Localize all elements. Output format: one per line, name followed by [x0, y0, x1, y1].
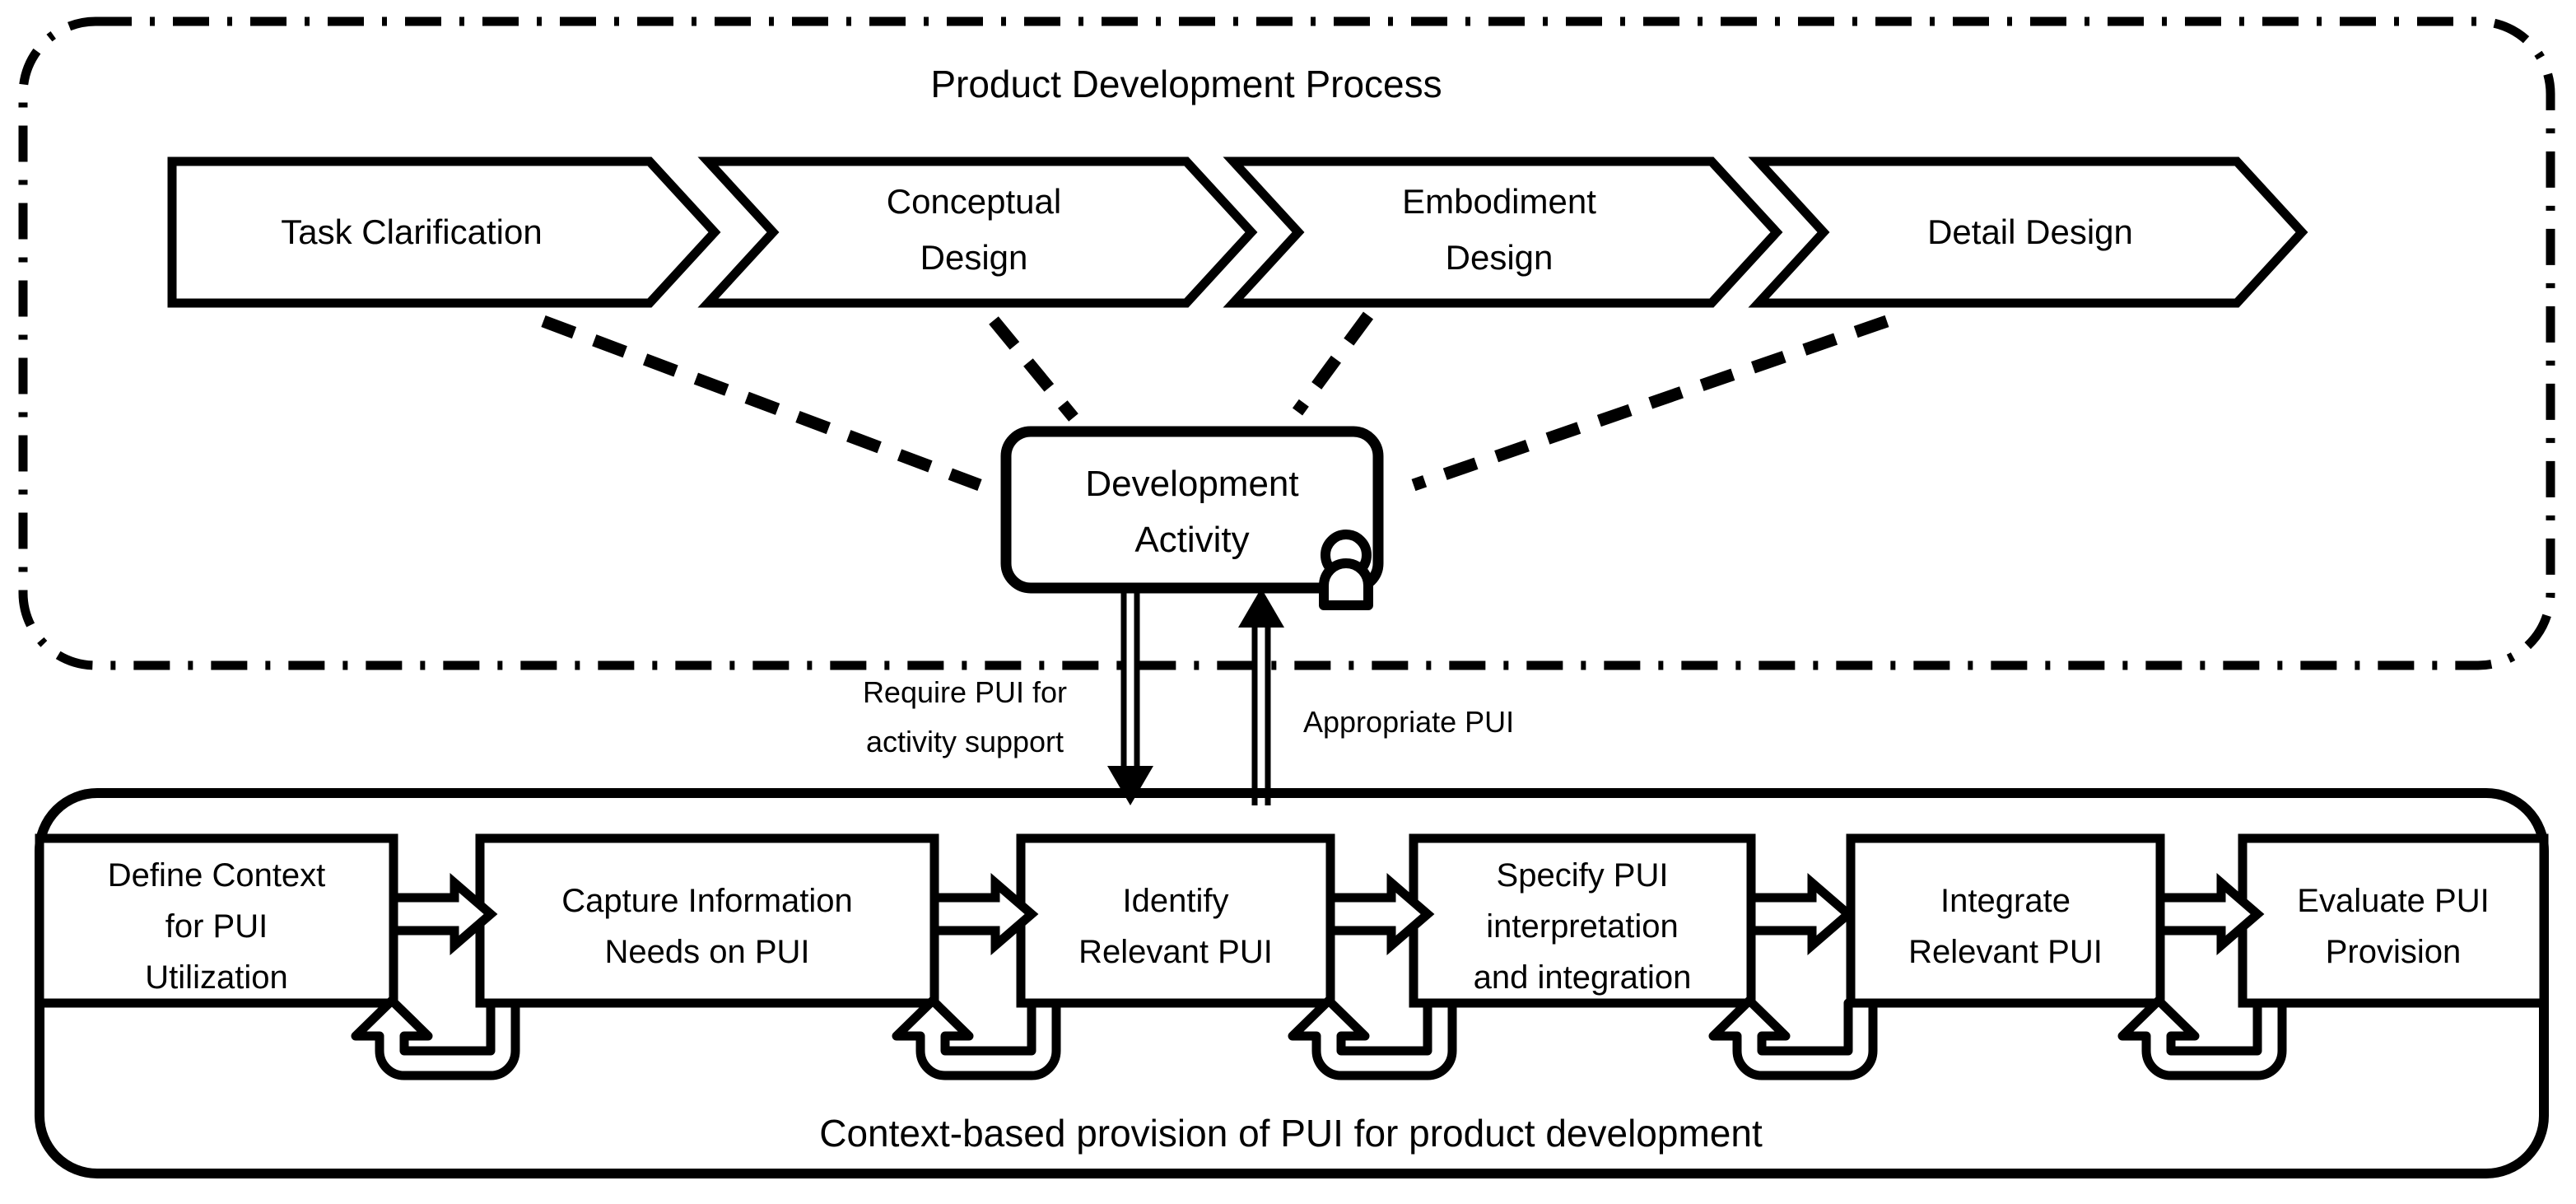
pui-step-label-specify-interpretation-line1: Specify PUI	[1497, 857, 1669, 894]
flow-label-down-line2: activity support	[866, 725, 1064, 758]
stage-label-conceptual-design-line2: Design	[920, 238, 1028, 277]
pui-step-label-specify-interpretation-line2: interpretation	[1486, 908, 1678, 945]
pui-step-label-evaluate-pui-provision-line2: Provision	[2326, 934, 2462, 970]
dashed-connector-detail-design	[1411, 315, 1889, 492]
pui-step-label-define-context-line3: Utilization	[145, 959, 287, 996]
stage-shape-embodiment-design[interactable]	[1223, 156, 1783, 308]
pui-step-label-define-context-line1: Define Context	[108, 857, 326, 894]
arrow-appropriate-pui-up	[1238, 588, 1284, 805]
development-activity-label-line1: Development	[1085, 464, 1298, 504]
pui-step-box-define-context[interactable]	[35, 833, 398, 1008]
feedback-arrow-4	[1708, 996, 1878, 1080]
stage-label-task-clarification: Task Clarification	[281, 212, 542, 251]
pui-step-box-identify-relevant-pui[interactable]	[1016, 833, 1335, 1008]
pui-step-label-integrate-relevant-pui-line2: Relevant PUI	[1908, 934, 2103, 970]
stage-shape-task-clarification[interactable]	[167, 156, 721, 308]
stage-label-embodiment-design-line1: Embodiment	[1402, 182, 1596, 221]
stage-label-detail-design: Detail Design	[1927, 212, 2133, 251]
development-activity-label-line2: Activity	[1134, 520, 1249, 560]
feedback-arrow-5	[2117, 996, 2287, 1080]
product-development-process-container	[18, 16, 2555, 670]
pui-step-label-identify-relevant-pui-line1: Identify	[1123, 883, 1229, 919]
feedback-arrow-2	[892, 996, 1061, 1080]
pui-step-box-evaluate-pui-provision[interactable]	[2238, 833, 2549, 1008]
forward-arrow-2	[929, 872, 1039, 956]
product-development-process-title: Product Development Process	[930, 63, 1442, 105]
pui-step-label-capture-information-needs-line2: Needs on PUI	[604, 934, 809, 970]
forward-arrow-1	[389, 872, 498, 956]
stage-label-conceptual-design-line1: Conceptual	[887, 182, 1061, 221]
pui-step-label-capture-information-needs-line1: Capture Information	[561, 883, 853, 919]
person-icon	[1319, 530, 1373, 610]
flow-label-up-line1: Appropriate PUI	[1303, 705, 1514, 739]
feedback-arrow-1	[351, 996, 520, 1080]
forward-arrow-5	[2155, 872, 2265, 956]
stage-label-embodiment-design-line2: Design	[1446, 238, 1554, 277]
pui-step-label-integrate-relevant-pui-line1: Integrate	[1940, 883, 2071, 919]
pui-step-label-identify-relevant-pui-line2: Relevant PUI	[1078, 934, 1273, 970]
dashed-connector-task-clarification	[541, 315, 982, 492]
feedback-arrow-3	[1288, 996, 1457, 1080]
dashed-connector-embodiment-design	[1292, 311, 1374, 416]
arrow-require-pui-down	[1107, 588, 1153, 805]
dashed-connector-conceptual-design	[989, 316, 1078, 422]
flow-label-down-line1: Require PUI for	[863, 675, 1067, 709]
pui-step-label-define-context-line2: for PUI	[165, 908, 268, 945]
pui-step-label-specify-interpretation-line3: and integration	[1474, 959, 1692, 996]
pui-provision-caption: Context-based provision of PUI for produ…	[819, 1112, 1763, 1155]
stage-shape-conceptual-design[interactable]	[697, 156, 1258, 308]
pui-step-box-capture-information-needs[interactable]	[475, 833, 939, 1008]
forward-arrow-4	[1746, 872, 1856, 956]
stage-shape-detail-design[interactable]	[1748, 156, 2308, 308]
pui-step-label-evaluate-pui-provision-line1: Evaluate PUI	[2297, 883, 2489, 919]
forward-arrow-3	[1325, 872, 1435, 956]
pui-step-box-integrate-relevant-pui[interactable]	[1846, 833, 2165, 1008]
development-activity-box[interactable]	[1000, 426, 1384, 594]
